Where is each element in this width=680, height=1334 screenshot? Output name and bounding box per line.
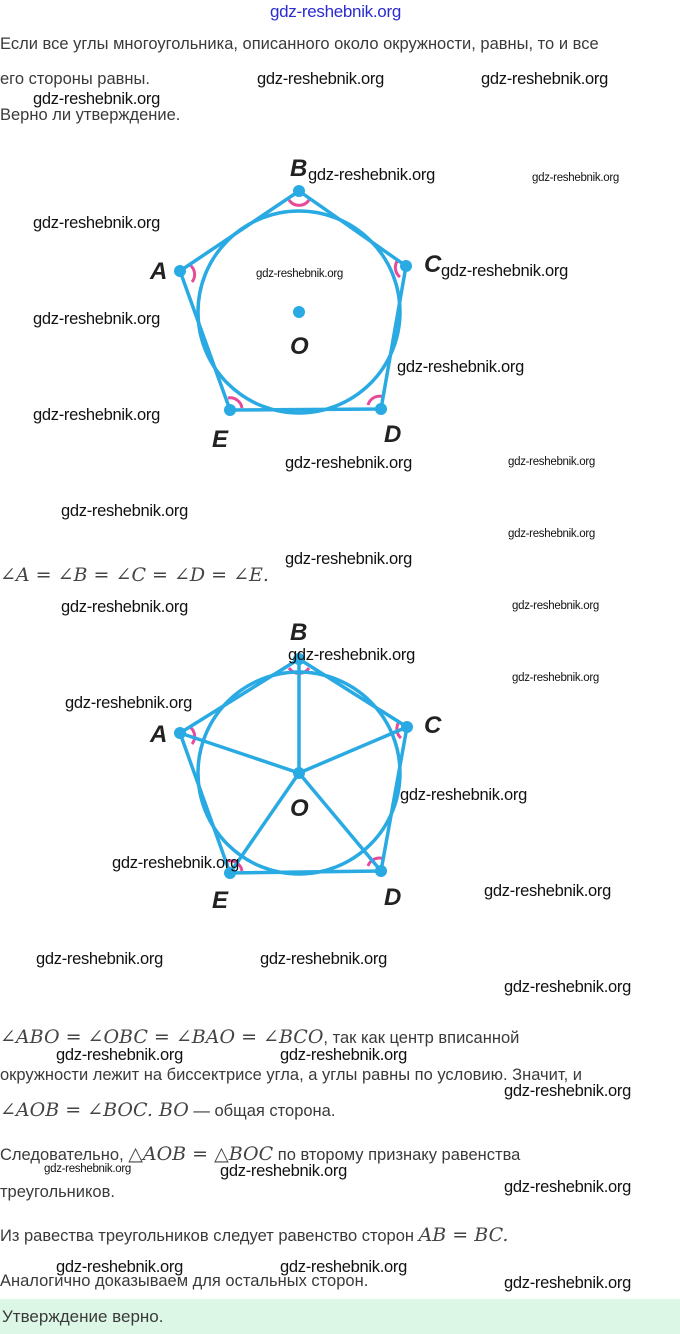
watermark: gdz-reshebnik.org [285, 550, 412, 568]
watermark: gdz-reshebnik.org [288, 646, 415, 664]
label-o: O [290, 795, 309, 822]
watermark: gdz-reshebnik.org [308, 166, 435, 184]
answer-text: Утверждение верно. [2, 1307, 164, 1326]
solution-line-1: ∠ABO = ∠OBC = ∠BAO = ∠BCO, так как центр… [0, 1026, 519, 1048]
equation-triangles: △AOB = △BOC [128, 1143, 274, 1165]
answer-box: Утверждение верно. [0, 1299, 680, 1334]
watermark: gdz-reshebnik.org [33, 406, 160, 424]
angle-arc-b [287, 199, 311, 207]
watermark: gdz-reshebnik.org [65, 694, 192, 712]
watermark-link[interactable]: gdz-reshebnik.org [270, 2, 401, 21]
watermark: gdz-reshebnik.org [508, 456, 595, 468]
pentagon [177, 188, 408, 412]
watermark: gdz-reshebnik.org [220, 1162, 347, 1180]
solution-text: , так как центр вписанной [323, 1029, 520, 1047]
watermark: gdz-reshebnik.org [532, 172, 619, 184]
watermark: gdz-reshebnik.org [257, 70, 384, 88]
label-b: B [290, 619, 307, 646]
label-d: D [384, 421, 401, 448]
watermark: gdz-reshebnik.org [400, 786, 527, 804]
watermark: gdz-reshebnik.org [44, 1163, 131, 1175]
watermark: gdz-reshebnik.org [285, 454, 412, 472]
watermark: gdz-reshebnik.org [260, 950, 387, 968]
label-a: A [149, 258, 167, 285]
problem-question: Верно ли утверждение. [0, 106, 181, 124]
label-b: B [290, 155, 307, 182]
equation-central-angles: ∠AOB = ∠BOC. BO [0, 1099, 189, 1121]
watermark: gdz-reshebnik.org [504, 1178, 631, 1196]
equation-angles-equal: ∠A = ∠B = ∠C = ∠D = ∠E. [0, 564, 269, 586]
solution-text: — общая сторона. [188, 1102, 336, 1120]
solution-text: Следовательно, [0, 1146, 129, 1164]
watermark: gdz-reshebnik.org [441, 262, 568, 280]
label-o: O [290, 333, 309, 360]
label-c: C [424, 712, 442, 739]
solution-line-6: Из равества треугольников следует равенс… [0, 1224, 508, 1246]
label-a: A [149, 721, 167, 748]
angle-arc-e [227, 396, 244, 409]
watermark: gdz-reshebnik.org [504, 1274, 631, 1292]
watermark: gdz-reshebnik.org [504, 1082, 631, 1100]
problem-line-2: его стороны равны. [0, 70, 150, 88]
watermark: gdz-reshebnik.org [112, 854, 239, 872]
watermark: gdz-reshebnik.org [280, 1046, 407, 1064]
watermark: gdz-reshebnik.org [61, 598, 188, 616]
watermark: gdz-reshebnik.org [280, 1258, 407, 1276]
label-e: E [212, 887, 229, 910]
label-d: D [384, 884, 401, 910]
solution-line-5: треугольников. [0, 1183, 115, 1201]
watermark: gdz-reshebnik.org [397, 358, 524, 376]
label-e: E [212, 426, 229, 453]
watermark: gdz-reshebnik.org [33, 214, 160, 232]
watermark: gdz-reshebnik.org [508, 528, 595, 540]
label-c: C [424, 251, 442, 278]
solution-line-7: Аналогично доказываем для остальных стор… [0, 1272, 369, 1290]
solution-text: Из равества треугольников следует равенс… [0, 1227, 419, 1245]
watermark: gdz-reshebnik.org [481, 70, 608, 88]
angle-arc-a [188, 263, 197, 283]
watermark: gdz-reshebnik.org [504, 978, 631, 996]
solution-line-2: окружности лежит на биссектрисе угла, а … [0, 1066, 582, 1084]
equation-bisector-angles: ∠ABO = ∠OBC = ∠BAO = ∠BCO [0, 1026, 324, 1048]
solution-line-4: Следовательно, △AOB = △BOC по второму пр… [0, 1143, 520, 1165]
problem-line-1: Если все углы многоугольника, описанного… [0, 35, 599, 53]
watermark: gdz-reshebnik.org [36, 950, 163, 968]
watermark: gdz-reshebnik.org [61, 502, 188, 520]
watermark: gdz-reshebnik.org [484, 882, 611, 900]
watermark: gdz-reshebnik.org [512, 600, 599, 612]
watermark: gdz-reshebnik.org [512, 672, 599, 684]
equation-sides: AB = BC. [418, 1224, 509, 1246]
pentagon-diagram-1: B C D E A O [149, 155, 442, 453]
solution-line-3: ∠AOB = ∠BOC. BO — общая сторона. [0, 1099, 335, 1121]
incircle [196, 209, 402, 415]
watermark: gdz-reshebnik.org [33, 90, 160, 108]
pentagon-diagram-2: B C D E A O [149, 619, 442, 910]
watermark: gdz-reshebnik.org [56, 1258, 183, 1276]
solution-text: по второму признаку равенства [273, 1146, 521, 1164]
watermark: gdz-reshebnik.org [33, 310, 160, 328]
watermark: gdz-reshebnik.org [256, 268, 343, 280]
watermark: gdz-reshebnik.org [56, 1046, 183, 1064]
